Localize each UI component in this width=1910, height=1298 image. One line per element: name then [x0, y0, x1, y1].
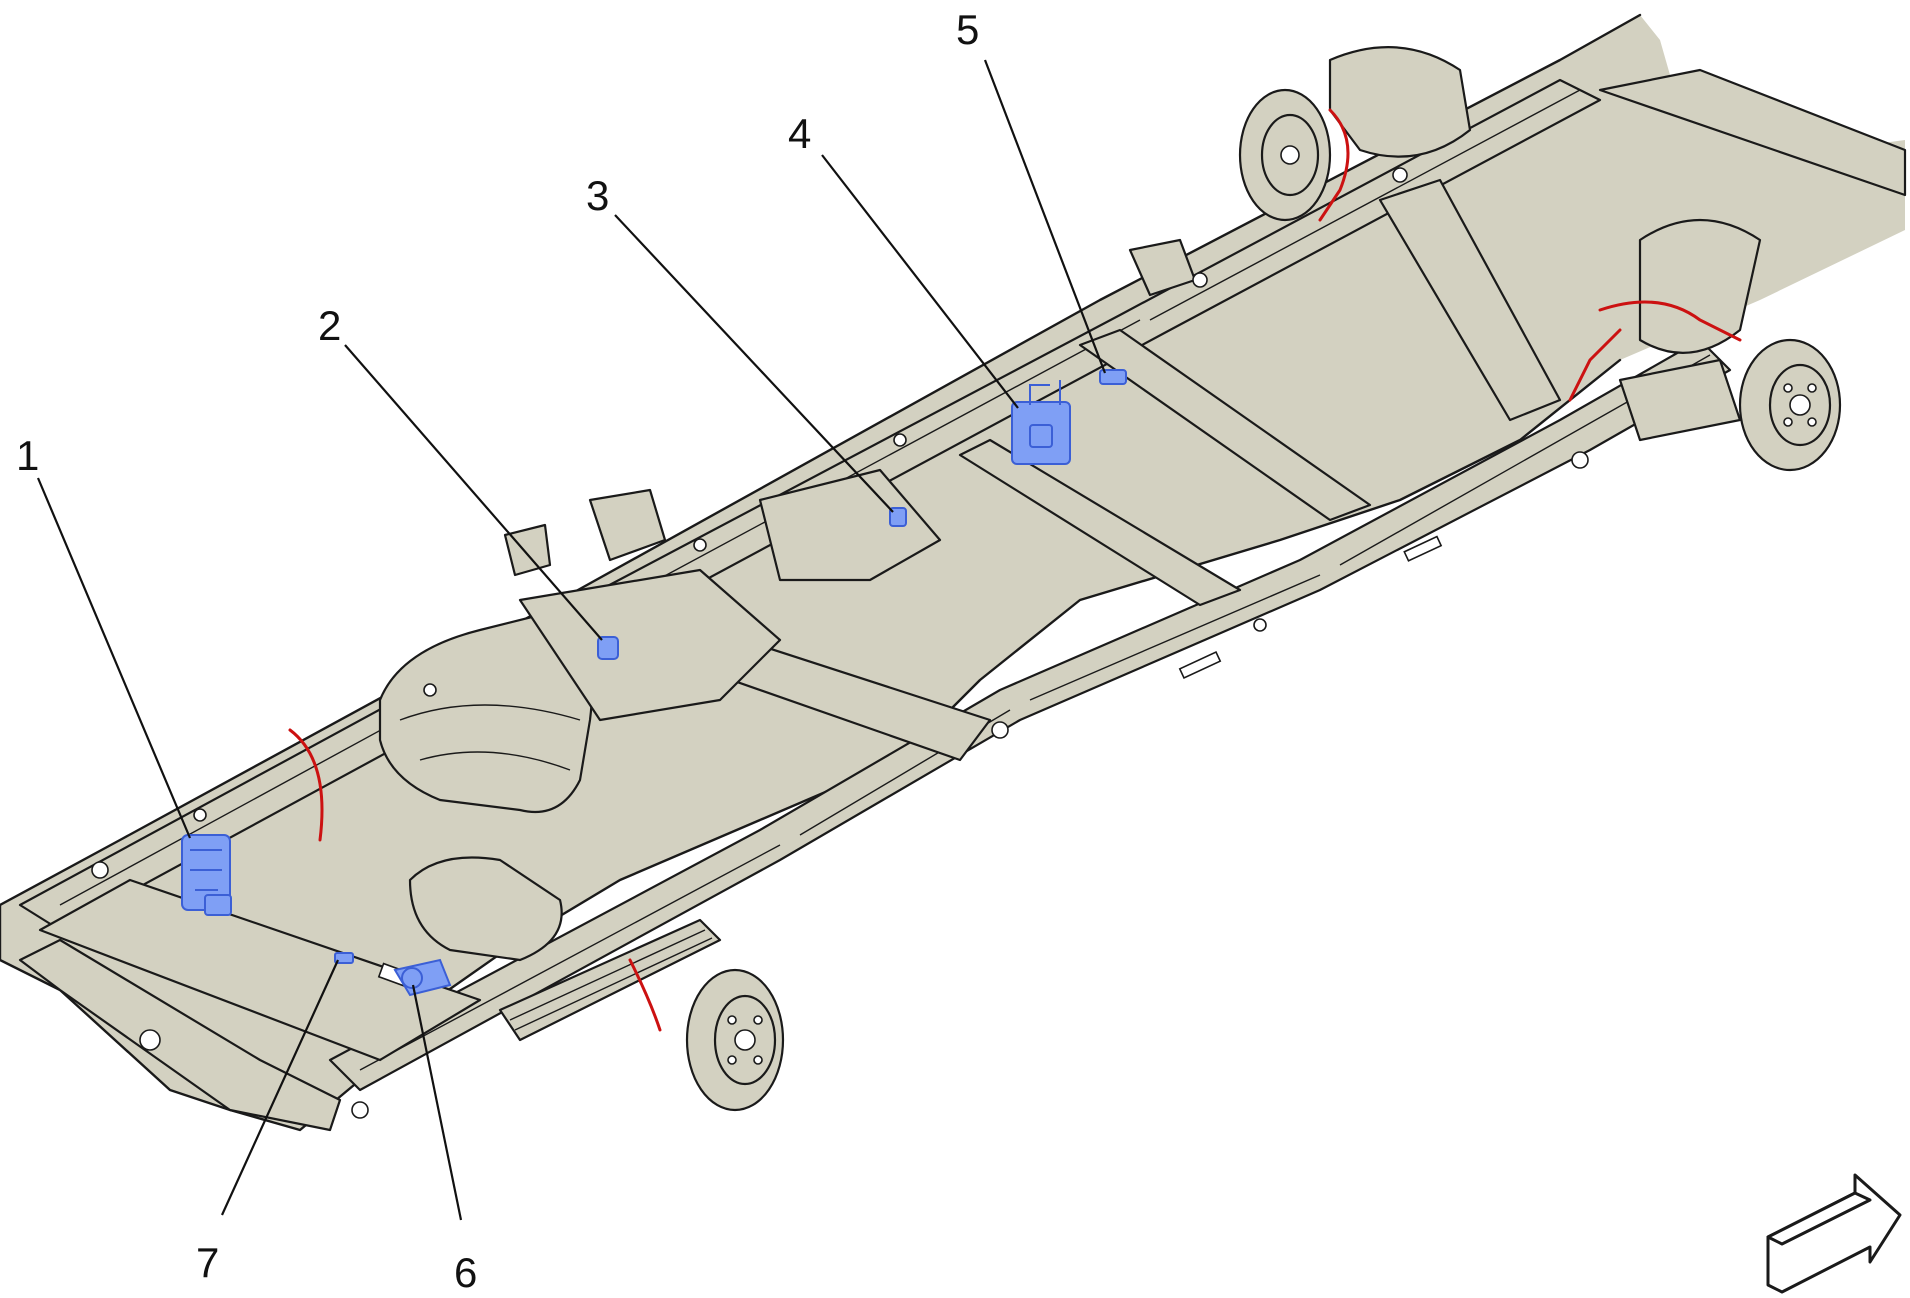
- brake-wiring: [288, 108, 1742, 1032]
- leader-3: [614, 214, 894, 513]
- component-4: [1011, 380, 1071, 465]
- callout-6: 6: [454, 1249, 477, 1296]
- component-5: [1099, 369, 1127, 385]
- leader-7: [220, 959, 340, 1216]
- component-7: [334, 952, 354, 964]
- front-wheel-hub: [1738, 338, 1842, 472]
- component-1: [181, 834, 232, 916]
- callout-2: 2: [318, 302, 341, 349]
- leader-1: [36, 477, 192, 839]
- callout-7: 7: [196, 1239, 219, 1286]
- leader-2: [344, 344, 603, 641]
- leader-4: [821, 154, 1019, 409]
- rear-wheel-hub: [685, 968, 785, 1112]
- leader-6: [411, 984, 463, 1221]
- leader-5: [983, 59, 1107, 374]
- callout-labels: 1 2 3 4 5 6 7: [16, 6, 979, 1296]
- callout-4: 4: [788, 110, 811, 157]
- callout-3: 3: [586, 172, 609, 219]
- front-left-brake: [1238, 88, 1332, 222]
- component-3: [889, 507, 907, 527]
- callout-5: 5: [956, 6, 979, 53]
- leader-lines: [36, 59, 1107, 1221]
- component-6: [393, 958, 452, 997]
- component-2: [597, 636, 619, 660]
- forward-arrow-icon: [1766, 1173, 1902, 1294]
- frame-chassis: [0, 13, 1907, 1132]
- callout-1: 1: [16, 432, 39, 479]
